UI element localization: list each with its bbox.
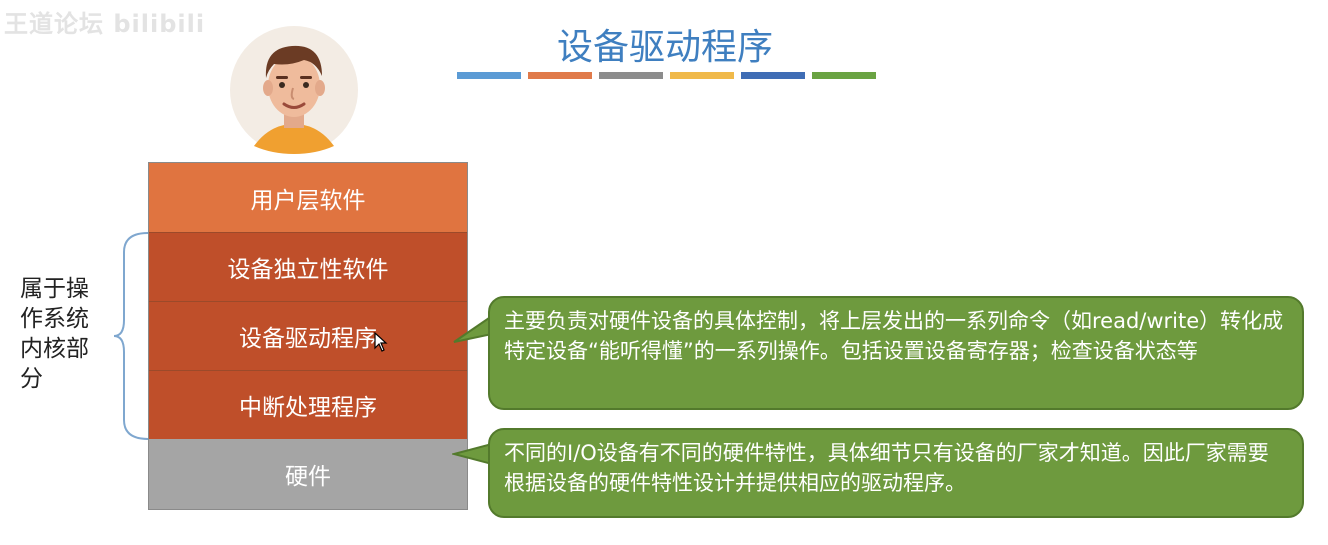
layer-stack: 用户层软件 设备独立性软件 设备驱动程序 中断处理程序 硬件 (148, 162, 468, 510)
avatar (230, 26, 358, 154)
hardware-description-callout: 不同的I/O设备有不同的硬件特性，具体细节只有设备的厂家才知道。因此厂家需要根据… (488, 428, 1304, 518)
driver-description-callout: 主要负责对硬件设备的具体控制，将上层发出的一系列命令（如read/write）转… (488, 296, 1304, 410)
stripe-5 (741, 72, 805, 79)
slide-title: 设备驱动程序 (556, 27, 773, 68)
layer-device-independent-software: 设备独立性软件 (149, 232, 467, 301)
stripe-6 (812, 72, 876, 79)
stripe-2 (528, 72, 592, 79)
layer-device-driver: 设备驱动程序 (149, 301, 467, 370)
layer-interrupt-handler: 中断处理程序 (149, 370, 467, 439)
kernel-part-label: 属于操作系统内核部分 (20, 276, 89, 392)
layer-hardware: 硬件 (149, 439, 467, 509)
driver-callout-pointer (453, 314, 492, 343)
mouse-pointer-icon (374, 332, 388, 352)
watermark: 王道论坛 bilibili (4, 10, 206, 38)
stripe-4 (670, 72, 734, 79)
stripe-3 (599, 72, 663, 79)
stripe-1 (457, 72, 521, 79)
layer-user-software: 用户层软件 (149, 163, 467, 232)
hardware-callout-pointer (452, 442, 492, 466)
left-brace (113, 232, 149, 440)
